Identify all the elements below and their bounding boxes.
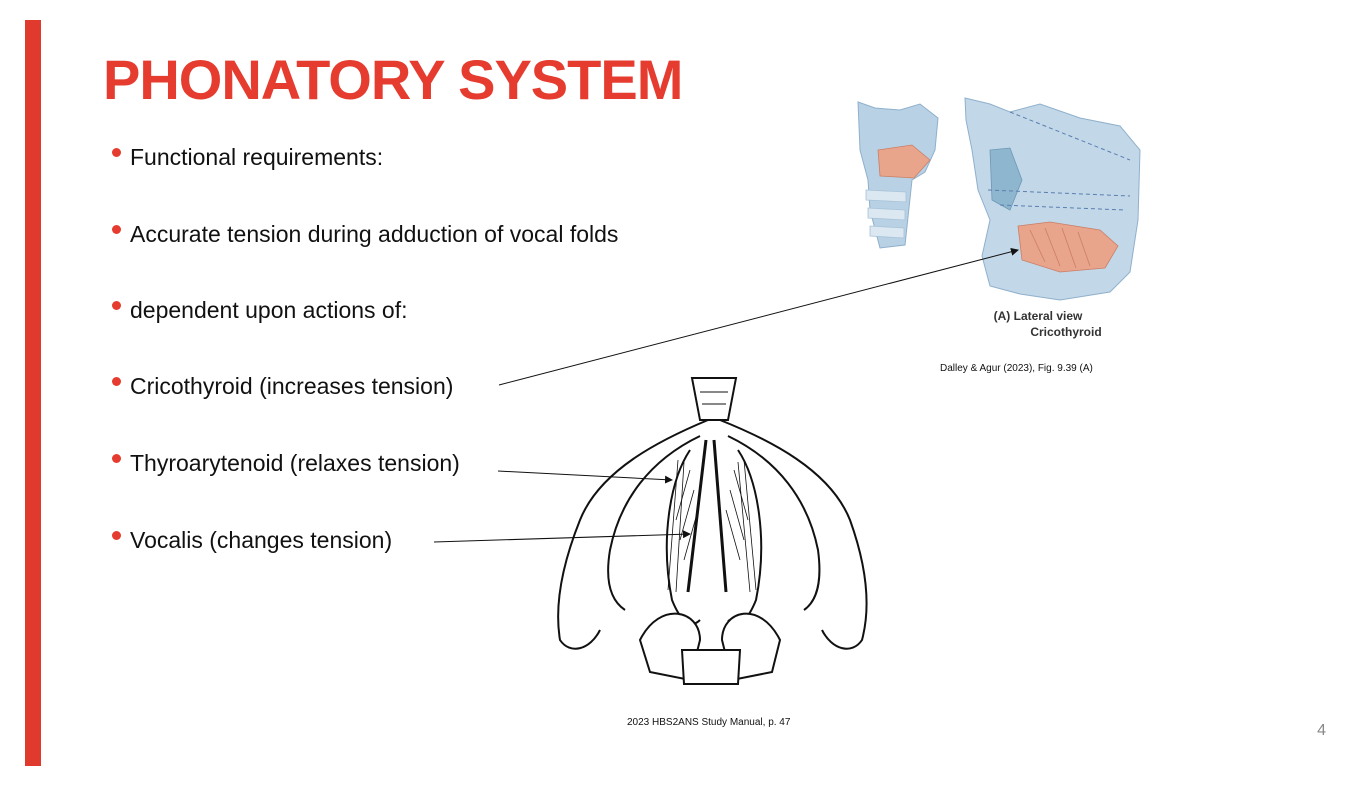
bullet-text: Functional requirements: bbox=[130, 144, 384, 170]
bullet-dot-icon bbox=[112, 531, 121, 540]
bullet-list: Functional requirements: Accurate tensio… bbox=[112, 0, 712, 600]
vocal-folds-superior-illustration bbox=[557, 377, 868, 685]
vocalis-leader-line bbox=[433, 530, 691, 543]
bullet-text: Thyroarytenoid (relaxes tension) bbox=[130, 450, 460, 476]
slide-title: PHONATORY SYSTEM bbox=[103, 48, 683, 111]
lateral-figure-caption: Dalley & Agur (2023), Fig. 9.39 (A) bbox=[940, 363, 1093, 374]
bullet-dot-icon bbox=[112, 301, 121, 310]
bullet-item: Functional requirements: bbox=[112, 144, 383, 171]
lateral-view-label: (A) Lateral view bbox=[994, 309, 1083, 323]
superior-figure-caption: 2023 HBS2ANS Study Manual, p. 47 bbox=[627, 717, 791, 728]
thyroarytenoid-leader-line bbox=[497, 470, 673, 484]
cricothyroid-leader-line bbox=[498, 247, 1019, 386]
bullet-dot-icon bbox=[112, 377, 121, 386]
bullet-text: Cricothyroid (increases tension) bbox=[130, 373, 454, 399]
bullet-dot-icon bbox=[112, 225, 121, 234]
bullet-item: Thyroarytenoid (relaxes tension) bbox=[112, 450, 460, 477]
bullet-dot-icon bbox=[112, 454, 121, 463]
bullet-dot-icon bbox=[112, 148, 121, 157]
bullet-item: Vocalis (changes tension) bbox=[112, 527, 392, 554]
accent-bar bbox=[25, 20, 41, 766]
bullet-text: dependent upon actions of: bbox=[130, 297, 408, 323]
larynx-lateral-illustration: (A) Lateral view Cricothyroid bbox=[857, 97, 1141, 339]
cricothyroid-figure-label: Cricothyroid bbox=[1030, 325, 1101, 339]
page-number: 4 bbox=[1317, 722, 1326, 739]
bullet-text: Vocalis (changes tension) bbox=[130, 527, 393, 553]
bullet-item: Accurate tension during adduction of voc… bbox=[112, 221, 618, 248]
bullet-item: dependent upon actions of: bbox=[112, 297, 408, 324]
bullet-item: Cricothyroid (increases tension) bbox=[112, 373, 453, 400]
bullet-text: Accurate tension during adduction of voc… bbox=[130, 221, 619, 247]
